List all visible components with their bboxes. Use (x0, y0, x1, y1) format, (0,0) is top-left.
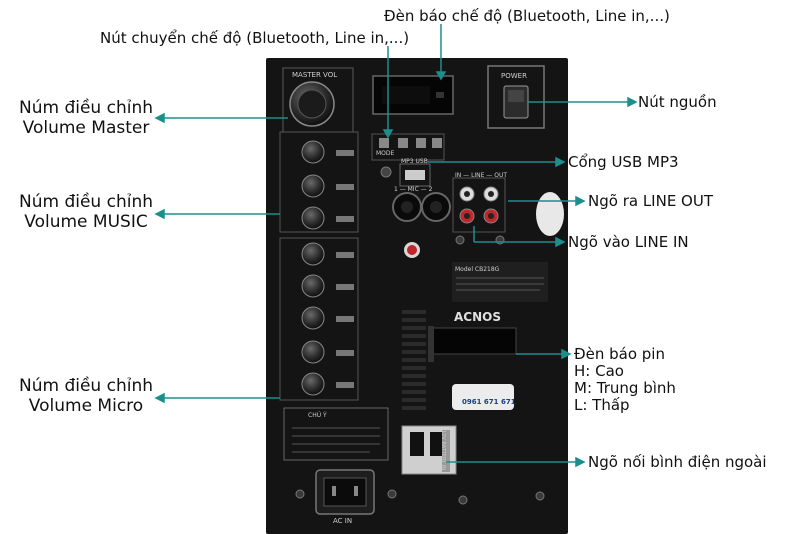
battery-indicator-window (431, 327, 517, 355)
music-knobs (301, 140, 325, 230)
power-label: POWER (501, 72, 527, 80)
battery-indicator-label: Đèn báo pin H: Cao M: Trung bình L: Thấp (574, 345, 676, 414)
mode-label: MODE (376, 150, 395, 157)
power-button-label: Nút nguồn (638, 93, 717, 111)
heatsink (402, 310, 426, 410)
line-io-label: IN — LINE — OUT (455, 172, 508, 179)
model-label: Model CB218G (455, 266, 500, 273)
white-oval (536, 192, 564, 236)
line-out-label: Ngõ ra LINE OUT (588, 192, 714, 210)
mode-indicator-label: Đèn báo chế độ (Bluetooth, Line in,...) (384, 7, 670, 25)
master-volume-label: Núm điều chỉnh Volume Master (19, 98, 153, 138)
mode-switch-label: Nút chuyển chế độ (Bluetooth, Line in,..… (100, 29, 410, 47)
brand-logo: ACNOS (454, 310, 501, 324)
external-battery-label: Ngõ nối bình điện ngoài (588, 453, 767, 471)
battery-in-label: 12V BATTERY IN (440, 430, 446, 471)
usb-port (405, 170, 425, 180)
mic-knobs (301, 242, 325, 396)
power-frame (487, 65, 545, 129)
mic-label: 1 — MIC — 2 (394, 186, 433, 193)
master-vol-label: MASTER VOL (292, 71, 338, 79)
callout-lines (154, 24, 638, 468)
mp3-usb-label: MP3 USB (401, 158, 428, 165)
hotline-sticker (452, 384, 514, 410)
caution-label: CHÚ Ý (308, 412, 327, 419)
mode-button-group (371, 133, 445, 161)
music-volume-label: Núm điều chỉnh Volume MUSIC (19, 192, 153, 232)
ac-in-label: AC IN (333, 517, 353, 525)
usb-port-label: Cổng USB MP3 (568, 153, 679, 171)
line-in-label: Ngõ vào LINE IN (568, 233, 689, 251)
mic-volume-label: Núm điều chỉnh Volume Micro (19, 376, 153, 416)
hotline-number: 0961 671 671 (462, 398, 516, 406)
red-sticker (407, 245, 417, 255)
